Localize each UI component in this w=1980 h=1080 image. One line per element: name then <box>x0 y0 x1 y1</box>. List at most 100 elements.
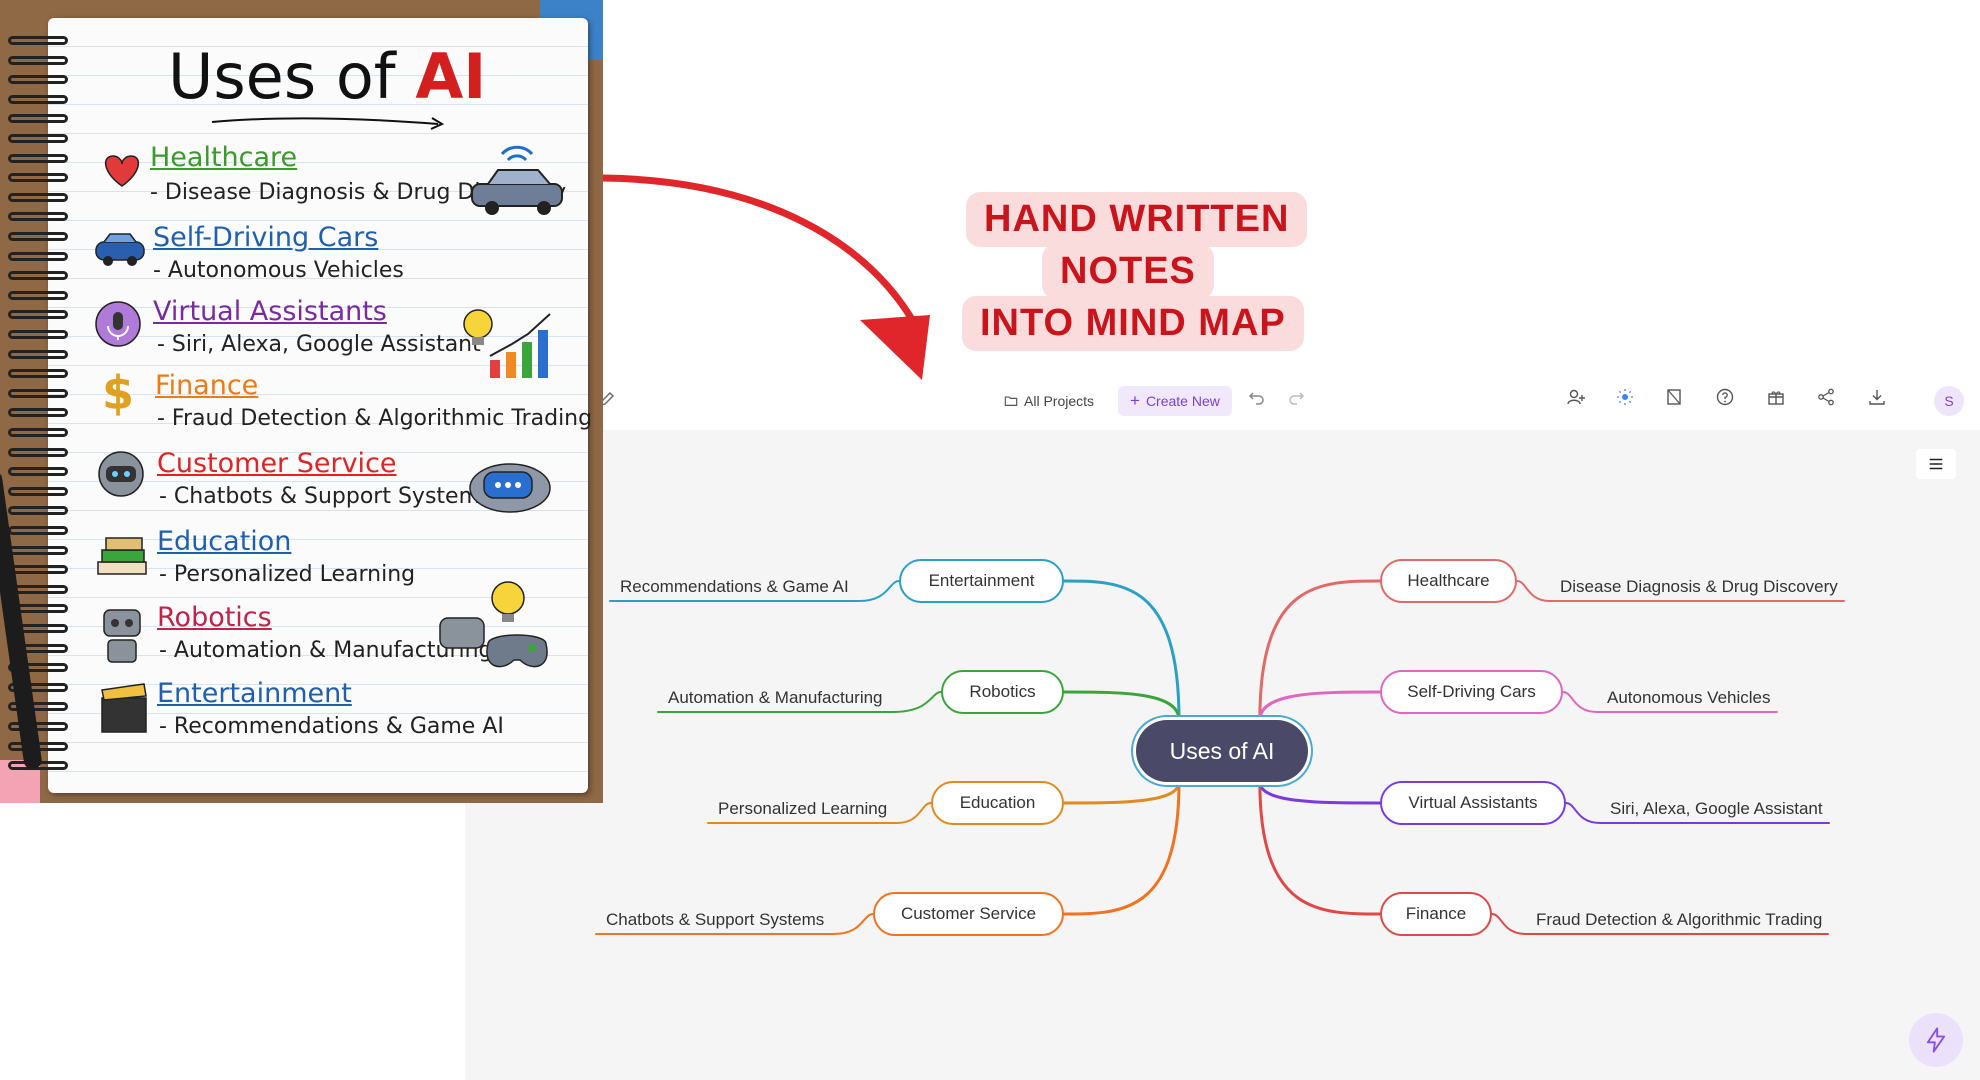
notebook-heading-healthcare: Healthcare <box>150 142 298 173</box>
add-user-icon[interactable] <box>1565 386 1587 408</box>
create-new-label: Create New <box>1145 393 1220 409</box>
spiral-ring <box>8 447 68 457</box>
notebook-heading-robotics: Robotics <box>157 602 272 633</box>
leaf-disease-diagnosis[interactable]: Disease Diagnosis & Drug Discovery <box>1560 577 1838 596</box>
spiral-ring <box>8 526 68 535</box>
bulb-gamepad-icon <box>439 581 548 668</box>
leaf-automation[interactable]: Automation & Manufacturing <box>668 688 883 707</box>
headline-line-3: INTO MIND MAP <box>962 296 1304 351</box>
headline-line-1: HAND WRITTEN <box>966 192 1308 247</box>
spiral-ring <box>8 408 68 418</box>
notebook-title-accent: AI <box>415 40 487 113</box>
leaf-fraud-detection[interactable]: Fraud Detection & Algorithmic Trading <box>1536 910 1823 929</box>
spiral-ring <box>8 173 68 183</box>
node-virtual-assistants[interactable]: Virtual Assistants <box>1380 781 1566 825</box>
pen-icon <box>0 470 43 770</box>
redo-icon[interactable] <box>1285 386 1307 408</box>
spiral-ring <box>8 153 68 163</box>
plus-icon: + <box>1130 391 1140 410</box>
all-projects-button[interactable]: All Projects <box>1004 386 1094 416</box>
root-label: Uses of AI <box>1169 737 1275 764</box>
chat-bubble-icon <box>469 463 551 513</box>
node-label: Healthcare <box>1407 571 1490 590</box>
spiral-ring <box>8 94 68 104</box>
notebook-detail-education: - Personalized Learning <box>159 562 416 587</box>
mindmap-root-node[interactable]: Uses of AI <box>1136 720 1308 782</box>
lightning-action-button[interactable] <box>1909 1013 1963 1067</box>
leaf-personalized-learning[interactable]: Personalized Learning <box>718 799 888 818</box>
folder-icon <box>1004 396 1018 406</box>
node-label: Finance <box>1405 904 1467 923</box>
spiral-ring <box>8 232 68 241</box>
heart-icon <box>104 155 140 187</box>
download-icon[interactable] <box>1866 386 1888 408</box>
spiral-ring <box>8 114 68 124</box>
clapperboard-icon <box>101 683 147 733</box>
notebook-detail-robotics: - Automation & Manufacturing <box>159 638 493 663</box>
support-bot-icon <box>98 451 144 497</box>
leaf-recommendations[interactable]: Recommendations & Game AI <box>620 577 849 596</box>
spiral-ring <box>8 251 68 261</box>
spiral-ring <box>8 506 68 516</box>
leaf-autonomous-vehicles[interactable]: Autonomous Vehicles <box>1607 688 1771 707</box>
title-underline-arrow <box>211 117 445 130</box>
spiral-ring <box>8 369 68 379</box>
node-healthcare[interactable]: Healthcare <box>1380 559 1517 603</box>
node-self-driving-cars[interactable]: Self-Driving Cars <box>1380 670 1563 714</box>
bulb-growth-chart-icon <box>463 309 551 378</box>
undo-icon[interactable] <box>1246 386 1268 408</box>
spiral-ring <box>8 349 68 359</box>
spiral-ring <box>8 565 68 575</box>
hamburger-menu-button[interactable] <box>1916 449 1956 479</box>
help-icon[interactable] <box>1714 386 1736 408</box>
notebook-heading-finance: Finance <box>155 370 259 401</box>
layout-icon[interactable] <box>1664 386 1686 408</box>
spiral-ring <box>8 388 68 398</box>
node-entertainment[interactable]: Entertainment <box>899 559 1064 603</box>
self-driving-car-icon <box>95 233 145 266</box>
notebook-detail-self-driving: - Autonomous Vehicles <box>153 258 404 283</box>
node-label: Education <box>959 793 1036 812</box>
create-new-button[interactable]: + Create New <box>1118 386 1232 416</box>
leaf-siri-alexa[interactable]: Siri, Alexa, Google Assistant <box>1610 799 1823 818</box>
spiral-ring <box>8 663 68 673</box>
robot-icon <box>103 609 141 663</box>
spiral-ring <box>8 702 68 712</box>
car-wifi-icon <box>471 145 563 215</box>
lightning-icon <box>1926 1027 1946 1053</box>
node-robotics[interactable]: Robotics <box>941 670 1064 714</box>
notebook-detail-entertainment: - Recommendations & Game AI <box>159 714 504 739</box>
share-icon[interactable] <box>1815 386 1837 408</box>
notebook-detail-virtual-assistants: - Siri, Alexa, Google Assistant <box>157 332 481 357</box>
notebook-heading-entertainment: Entertainment <box>157 678 352 709</box>
gift-icon[interactable] <box>1765 386 1787 408</box>
spiral-ring <box>8 36 68 45</box>
notebook-heading-customer-service: Customer Service <box>157 448 397 479</box>
node-finance[interactable]: Finance <box>1380 892 1492 936</box>
node-label: Self-Driving Cars <box>1407 682 1536 701</box>
spiral-ring <box>8 55 68 65</box>
leaf-chatbots[interactable]: Chatbots & Support Systems <box>606 910 825 929</box>
node-customer-service[interactable]: Customer Service <box>873 892 1064 936</box>
handwritten-notebook-image: Uses of AI Healthcare - Disease Diagnosi… <box>0 0 603 803</box>
node-education[interactable]: Education <box>931 781 1064 825</box>
node-label: Robotics <box>969 682 1036 701</box>
menu-icon <box>1929 458 1943 470</box>
spiral-ring <box>8 428 68 437</box>
spiral-ring <box>8 310 68 320</box>
voice-assistant-icon <box>95 301 141 347</box>
spiral-ring <box>8 75 68 85</box>
spiral-ring <box>8 682 68 692</box>
notebook-title: Uses of AI <box>168 40 486 113</box>
spiral-ring <box>8 212 68 222</box>
avatar[interactable]: S <box>1934 386 1964 416</box>
notebook-heading-virtual-assistants: Virtual Assistants <box>153 296 387 327</box>
spiral-ring <box>8 290 68 300</box>
avatar-initial: S <box>1944 393 1954 409</box>
spiral-ring <box>8 330 68 339</box>
spiral-ring <box>8 722 68 731</box>
sun-icon[interactable] <box>1614 386 1636 408</box>
spiral-ring <box>8 192 68 202</box>
dollar-icon: $ <box>102 366 135 420</box>
